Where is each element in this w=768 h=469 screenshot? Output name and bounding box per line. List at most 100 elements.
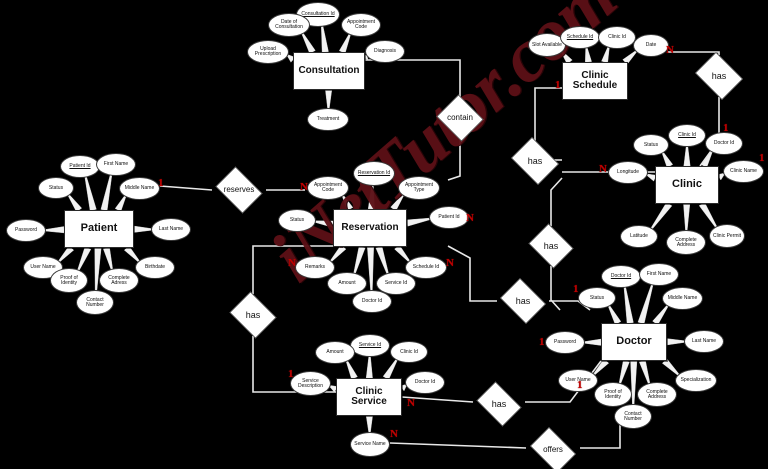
attribute-dc_addr[interactable]: Complete Address [637, 382, 677, 407]
attribute-label: Amount [338, 280, 356, 286]
attribute-label: Service Id [384, 280, 408, 286]
relationship-rel_has_clinic[interactable]: has [508, 137, 562, 185]
attribute-pa_proof[interactable]: Proof of Identity [50, 268, 88, 293]
cardinality-c10: N [446, 257, 454, 269]
relationship-rel_has_doc[interactable]: has [497, 278, 549, 324]
attribute-label: Doctor Id [414, 379, 436, 385]
attribute-pa_contact[interactable]: Contact Number [76, 290, 114, 315]
cardinality-c11: 1 [573, 283, 579, 295]
attribute-dc_first[interactable]: First Name [639, 263, 679, 286]
attribute-pa_id[interactable]: Patient Id [60, 155, 100, 178]
attribute-label: Contact Number [624, 410, 642, 422]
attribute-cl_lat[interactable]: Latitude [620, 225, 658, 248]
attribute-cs_sched_id[interactable]: Schedule Id [560, 26, 600, 49]
attribute-dc_spec[interactable]: Specialization [675, 369, 717, 392]
attribute-rs_id[interactable]: Reservation Id [353, 161, 395, 186]
relationship-rel_has_left[interactable]: has [227, 291, 279, 339]
entity-patient[interactable]: Patient [64, 210, 134, 248]
attribute-label: Amount [326, 349, 344, 355]
attribute-rs_status[interactable]: Status [278, 209, 316, 232]
attribute-dc_id[interactable]: Doctor Id [601, 265, 641, 288]
attribute-cl_name[interactable]: Clinic Name [723, 160, 764, 183]
cardinality-c1: 1 [158, 177, 164, 189]
relationship-rel_has_svc[interactable]: has [473, 381, 525, 427]
attribute-cl_doctor_id[interactable]: Doctor Id [705, 132, 743, 155]
attribute-sv_doctor[interactable]: Doctor Id [405, 371, 445, 394]
attribute-sv_id[interactable]: Service Id [350, 334, 390, 357]
attribute-dc_middle[interactable]: Middle Name [662, 287, 703, 310]
attribute-cs_clinic_id[interactable]: Clinic Id [598, 26, 636, 49]
attribute-cons_appt[interactable]: Appointment Code [341, 13, 381, 37]
attribute-label: Doctor Id [361, 298, 383, 304]
attribute-cons_diag[interactable]: Diagnosis [365, 40, 405, 63]
attribute-cl_addr[interactable]: Complete Address [666, 230, 706, 255]
relationship-rel_offers[interactable]: offers [526, 427, 580, 469]
cardinality-c8: N [466, 212, 474, 224]
relationship-rel_has_sched[interactable]: has [692, 52, 746, 100]
relationship-rel_has_mid[interactable]: has [526, 223, 576, 269]
entity-clinic[interactable]: Clinic [655, 166, 719, 204]
entity-doctor[interactable]: Doctor [601, 323, 667, 361]
attribute-rs_appt_code[interactable]: Appointment Code [307, 176, 349, 200]
entity-reservation[interactable]: Reservation [333, 209, 407, 247]
attribute-label: Password [15, 227, 37, 233]
attribute-cons_date[interactable]: Date of Consultation [268, 13, 310, 37]
attribute-label: Service Id [358, 342, 382, 348]
attribute-sv_name[interactable]: Service Name [350, 432, 390, 457]
attribute-rs_doctor[interactable]: Doctor Id [352, 290, 392, 313]
attribute-cl_status[interactable]: Status [633, 134, 669, 156]
attribute-label: Last Name [158, 226, 184, 232]
attribute-dc_last[interactable]: Last Name [684, 330, 724, 353]
attribute-label: Doctor Id [610, 273, 632, 279]
entity-label: Clinic [672, 178, 702, 191]
attribute-cl_permit[interactable]: Clinic Permit [709, 224, 745, 248]
attribute-pa_addr[interactable]: Complete Adress [99, 268, 139, 293]
relationship-rel_reserves[interactable]: reserves [212, 166, 266, 214]
attribute-label: Service Name [354, 441, 386, 447]
attribute-sv_desc[interactable]: Service Description [290, 371, 331, 396]
attribute-pa_pass[interactable]: Password [6, 219, 46, 242]
attribute-label: Status [48, 184, 64, 191]
attribute-pa_status[interactable]: Status [38, 177, 74, 199]
attribute-label: Upload Prescription [254, 46, 282, 57]
attribute-rs_patient[interactable]: Patient Id [429, 206, 469, 229]
attribute-sv_amount[interactable]: Amount [315, 341, 355, 364]
attribute-label: Appointment Code [346, 19, 376, 30]
attribute-sv_clinic[interactable]: Clinic Id [390, 341, 428, 363]
attribute-rs_appt_type[interactable]: Appointment Type [398, 176, 440, 200]
attribute-label: User Name [30, 264, 56, 270]
attribute-label: Status [643, 141, 659, 148]
entity-clinic_service[interactable]: Clinic Service [336, 378, 402, 416]
attribute-label: Slot Available [532, 41, 562, 48]
relationship-label: contain [447, 113, 473, 122]
attribute-label: First Name [646, 271, 672, 277]
attribute-label: Consultation Id [301, 11, 335, 17]
attribute-rs_sched[interactable]: Schedule Id [405, 256, 447, 279]
cardinality-c2: N [300, 181, 308, 193]
attribute-pa_birth[interactable]: Birthdate [135, 256, 175, 279]
attribute-dc_pass[interactable]: Password [545, 331, 585, 354]
attribute-cl_long[interactable]: Longitude [608, 161, 648, 184]
attribute-cs_date[interactable]: Date [633, 34, 669, 57]
attribute-pa_middle[interactable]: Middle Name [119, 177, 160, 200]
attribute-label: Status [289, 217, 305, 223]
entity-clinic_schedule[interactable]: Clinic Schedule [562, 62, 628, 100]
attribute-rs_service[interactable]: Service Id [376, 272, 416, 295]
attribute-dc_proof[interactable]: Proof of Identity [594, 382, 632, 407]
relationship-rel_contain[interactable]: contain [435, 94, 485, 142]
attribute-cons_treat[interactable]: Treatment [307, 108, 349, 131]
attribute-label: Password [554, 339, 576, 345]
relationship-label: has [245, 309, 261, 320]
attribute-pa_first[interactable]: First Name [96, 153, 136, 176]
attribute-cons_upload[interactable]: Upload Prescription [247, 40, 289, 64]
attribute-pa_last[interactable]: Last Name [151, 218, 191, 241]
cardinality-c12: 1 [539, 336, 545, 348]
relationship-label: has [711, 70, 727, 81]
entity-consultation[interactable]: Consultation [293, 52, 365, 90]
attribute-rs_remarks[interactable]: Remarks [295, 256, 335, 279]
attribute-dc_contact[interactable]: Contact Number [614, 404, 652, 429]
attribute-dc_status[interactable]: Status [578, 287, 616, 309]
attribute-cl_id[interactable]: Clinic Id [668, 124, 706, 147]
